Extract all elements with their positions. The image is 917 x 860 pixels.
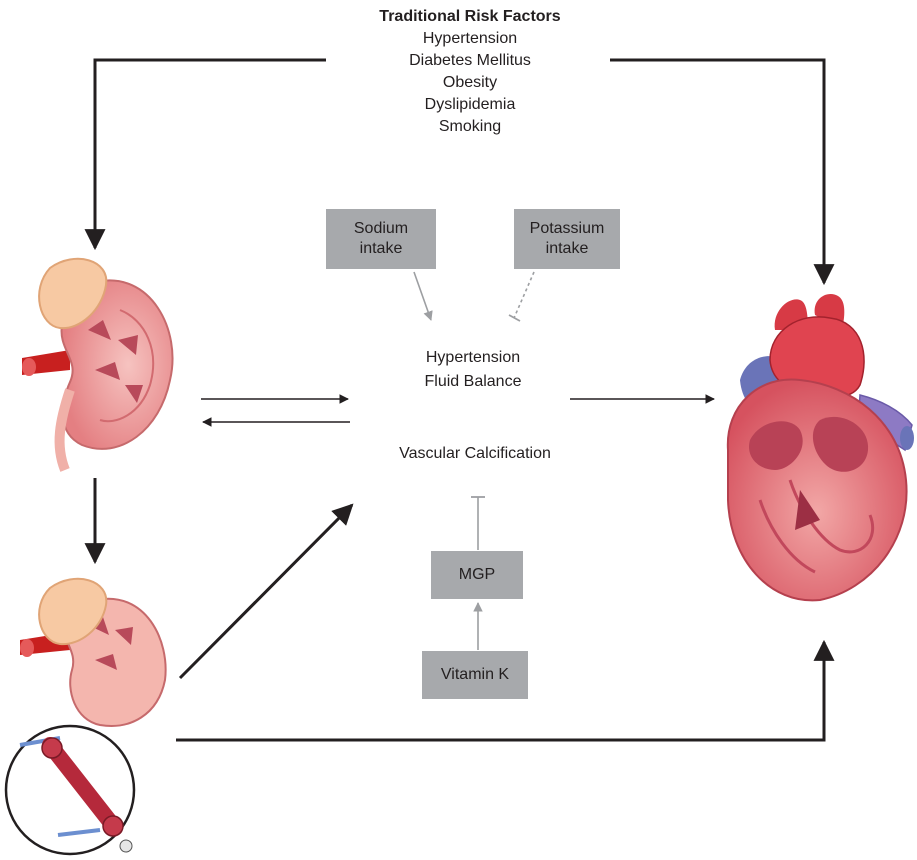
potassium-label-line2: intake bbox=[530, 239, 605, 259]
risk-factors-block: Traditional Risk Factors Hypertension Di… bbox=[330, 6, 610, 138]
risk-to-kidney-arrow bbox=[95, 60, 326, 248]
heart-icon bbox=[728, 294, 914, 600]
sodium-intake-box: Sodium intake bbox=[326, 209, 436, 269]
vitamin-k-label: Vitamin K bbox=[441, 665, 509, 685]
risk-to-heart-arrow bbox=[610, 60, 824, 283]
potassium-inhibits-hypertension bbox=[509, 272, 534, 321]
risk-factor-item: Diabetes Mellitus bbox=[330, 50, 610, 72]
dialyzer-icon bbox=[6, 726, 134, 854]
potassium-intake-box: Potassium intake bbox=[514, 209, 620, 269]
mgp-inhibits-calcification bbox=[471, 497, 485, 550]
sodium-label-line1: Sodium bbox=[354, 219, 408, 239]
ckd-to-calcification-arrow bbox=[180, 505, 352, 678]
risk-factor-item: Dyslipidemia bbox=[330, 94, 610, 116]
center-fluid-balance-label: Fluid Balance bbox=[373, 371, 573, 393]
center-hypertension-label: Hypertension bbox=[373, 347, 573, 369]
risk-factors-title: Traditional Risk Factors bbox=[330, 6, 610, 28]
ckd-kidney-icon bbox=[20, 579, 166, 726]
sodium-to-hypertension-arrow bbox=[414, 272, 431, 320]
vascular-calcification-label: Vascular Calcification bbox=[352, 443, 598, 465]
risk-factor-item: Obesity bbox=[330, 72, 610, 94]
vitamin-k-box: Vitamin K bbox=[422, 651, 528, 699]
sodium-label-line2: intake bbox=[354, 239, 408, 259]
mgp-box: MGP bbox=[431, 551, 523, 599]
risk-factor-item: Hypertension bbox=[330, 28, 610, 50]
potassium-label-line1: Potassium bbox=[530, 219, 605, 239]
mgp-label: MGP bbox=[459, 565, 495, 585]
risk-factor-item: Smoking bbox=[330, 116, 610, 138]
kidney-icon bbox=[22, 259, 173, 470]
